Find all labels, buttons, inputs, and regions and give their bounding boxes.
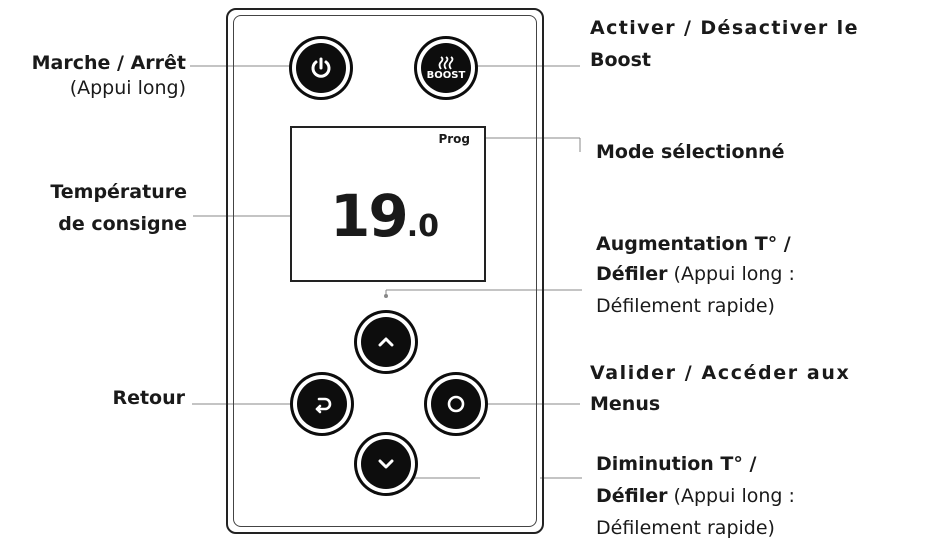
up-label-line3: Défilement rapide) [596,295,775,317]
back-label: Retour [112,387,185,409]
temperature-label-line1: Température [50,181,187,203]
chevron-down-icon [378,459,394,469]
power-label-sub: (Appui long) [69,77,186,99]
back-arrow-icon [315,397,332,414]
power-button[interactable] [289,36,353,100]
down-label-line1: Diminution T° / [596,453,757,475]
thermostat-device [226,8,544,534]
boost-button[interactable]: BOOST [414,36,478,100]
down-button[interactable] [354,432,418,496]
display-screen: Prog 19.0 [290,126,486,282]
temperature-integer: 19 [330,182,409,250]
ok-label-line1: Valider / Accéder aux [590,362,851,384]
up-label-scroll: Défiler [596,263,668,285]
device-inner-border [233,15,537,527]
mode-label: Mode sélectionné [596,141,785,163]
boost-button-label: BOOST [426,69,466,81]
boost-icon: BOOST [426,55,466,81]
temperature-decimal: .0 [406,209,439,244]
heat-waves-icon [438,55,454,70]
down-label-long-press: (Appui long : [667,485,795,507]
boost-label-line1: Activer / Désactiver le [590,17,859,39]
ok-button[interactable] [424,372,488,436]
setpoint-temperature: 19.0 [330,182,439,250]
down-label-line2: Défiler (Appui long : [596,484,795,508]
up-button[interactable] [354,310,418,374]
back-button[interactable] [290,372,354,436]
chevron-up-icon [378,337,394,347]
up-label-line1: Augmentation T° / [596,233,791,255]
boost-label-line2: Boost [590,49,651,71]
screen-mode: Prog [438,132,470,146]
up-label-long-press: (Appui long : [667,263,795,285]
up-label-line2: Défiler (Appui long : [596,262,795,286]
down-label-scroll: Défiler [596,485,668,507]
down-label-line3: Défilement rapide) [596,517,775,539]
circle-icon [447,395,465,413]
temperature-label-line2: de consigne [58,213,187,235]
power-icon [311,57,331,78]
power-label-title: Marche / Arrêt [31,52,186,74]
ok-label-line2: Menus [590,393,661,415]
